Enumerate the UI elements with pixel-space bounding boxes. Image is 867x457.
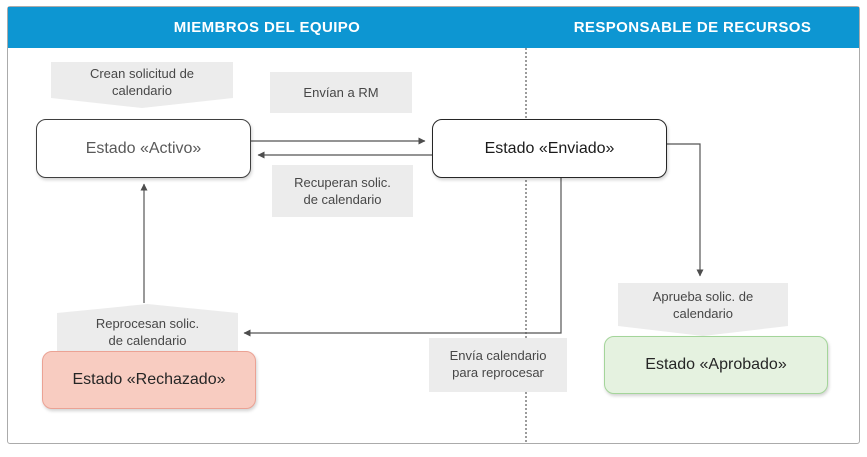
lane-title-team: MIEMBROS DEL EQUIPO: [173, 19, 361, 36]
callout-create-request-line2: calendario: [112, 83, 172, 98]
callout-send-to-reprocess: Envía calendario para reprocesar: [429, 338, 567, 392]
callout-send-to-reprocess-line2: para reprocesar: [452, 365, 544, 380]
arrow-sent-to-approved: [665, 143, 704, 277]
state-node-approved: Estado «Aprobado»: [604, 336, 828, 394]
lane-title-resource-manager: RESPONSABLE DE RECURSOS: [573, 19, 812, 36]
callout-recover-request-line2: de calendario: [303, 192, 382, 207]
callout-create-request-line1: Crean solicitud de: [89, 66, 195, 81]
lane-header-bar: [8, 7, 859, 48]
callout-reprocess-request: Reprocesan solic. de calendario: [57, 304, 238, 358]
state-node-rejected: Estado «Rechazado»: [42, 351, 256, 409]
state-node-active: Estado «Activo»: [36, 119, 251, 178]
callout-approve-request-line1: Aprueba solic. de: [652, 289, 754, 304]
callout-approve-request-line2: calendario: [673, 306, 733, 321]
state-node-sent: Estado «Enviado»: [432, 119, 667, 178]
callout-create-request: Crean solicitud de calendario: [51, 62, 233, 108]
callout-recover-request-line1: Recuperan solic.: [294, 175, 391, 190]
arrow-sent-to-reprocess: [243, 176, 562, 337]
callout-send-to-reprocess-line1: Envía calendario: [449, 348, 547, 363]
callout-reprocess-request-line1: Reprocesan solic.: [95, 316, 200, 331]
callout-approve-request: Aprueba solic. de calendario: [618, 283, 788, 336]
lane-divider-dotted-line: [525, 48, 527, 442]
callout-recover-request: Recuperan solic. de calendario: [272, 165, 413, 217]
callout-send-to-rm: Envían a RM: [270, 72, 412, 113]
callout-reprocess-request-line2: de calendario: [108, 333, 187, 348]
